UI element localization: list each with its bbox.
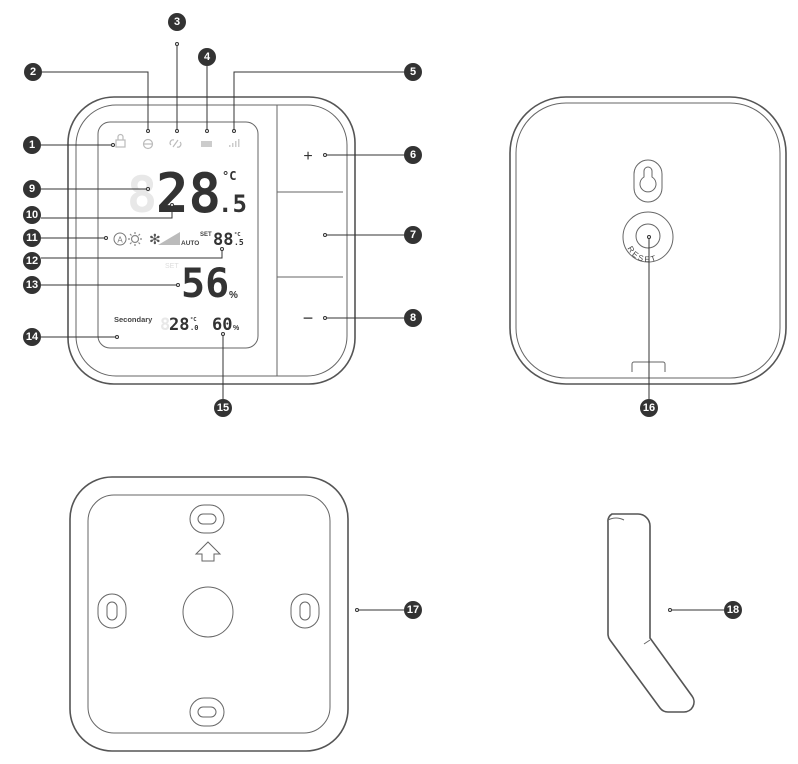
callout-10: 10 bbox=[23, 206, 41, 224]
svg-text:3: 3 bbox=[174, 16, 180, 28]
mounting-plate bbox=[69, 476, 349, 752]
callout-9: 9 bbox=[23, 180, 41, 198]
screw-slot bbox=[97, 593, 127, 629]
svg-text:15: 15 bbox=[217, 402, 229, 414]
callout-12: 12 bbox=[23, 252, 41, 270]
callout-17: 17 bbox=[404, 601, 422, 619]
screw-slot bbox=[189, 504, 225, 534]
screw-slot bbox=[290, 593, 320, 629]
svg-text:9: 9 bbox=[29, 183, 35, 195]
stand-bracket bbox=[607, 513, 695, 713]
secondary-ghost-digit: 8 bbox=[160, 315, 170, 335]
callout-7: 7 bbox=[404, 226, 422, 244]
secondary-temperature-unit: °C bbox=[190, 317, 197, 323]
svg-text:8: 8 bbox=[410, 312, 416, 324]
reset-button-ring bbox=[622, 211, 674, 263]
secondary-humidity: 60 bbox=[212, 315, 232, 335]
humidity-set-label: SET bbox=[165, 263, 179, 270]
ghost-digit: 8 bbox=[127, 166, 157, 224]
callout-8: 8 bbox=[404, 309, 422, 327]
front-device: 8 28 .5 °C A ✻ AUTO SET 88 .5 °C SET 56 … bbox=[67, 96, 356, 385]
up-arrow-icon bbox=[194, 541, 222, 562]
callout-3: 3 bbox=[168, 13, 186, 31]
secondary-humidity-unit: % bbox=[233, 325, 240, 332]
callout-6: 6 bbox=[404, 146, 422, 164]
auto-mode-icon: A bbox=[117, 236, 123, 245]
humidity-unit: % bbox=[229, 290, 238, 301]
humidity-readout: 56 bbox=[181, 261, 229, 307]
callout-13: 13 bbox=[23, 276, 41, 294]
set-label: SET bbox=[200, 232, 212, 238]
callout-11: 11 bbox=[23, 229, 41, 247]
temperature-readout: 28 bbox=[156, 162, 221, 225]
secondary-label: Secondary bbox=[114, 315, 153, 324]
svg-text:14: 14 bbox=[26, 331, 39, 343]
svg-text:2: 2 bbox=[30, 66, 36, 78]
callout-16: 16 bbox=[640, 399, 658, 417]
cable-hole bbox=[182, 586, 234, 638]
battery-icon bbox=[201, 141, 212, 147]
svg-text:11: 11 bbox=[26, 232, 38, 244]
set-temperature-unit: °C bbox=[234, 232, 241, 238]
lock-icon bbox=[115, 133, 126, 148]
plus-button[interactable]: + bbox=[303, 148, 312, 165]
fan-speed-bars-icon bbox=[158, 232, 180, 245]
callout-5: 5 bbox=[404, 63, 422, 81]
callout-14: 14 bbox=[23, 328, 41, 346]
svg-text:6: 6 bbox=[410, 149, 416, 161]
sun-icon bbox=[128, 232, 142, 246]
svg-text:18: 18 bbox=[727, 604, 739, 616]
svg-text:7: 7 bbox=[410, 229, 416, 241]
snowflake-icon: ✻ bbox=[149, 231, 161, 247]
svg-text:5: 5 bbox=[410, 66, 416, 78]
callout-15: 15 bbox=[214, 399, 232, 417]
link-icon bbox=[169, 139, 182, 148]
callout-18: 18 bbox=[724, 601, 742, 619]
secondary-temperature: 28 bbox=[169, 315, 189, 335]
callout-4: 4 bbox=[198, 48, 216, 66]
steering-wheel-icon bbox=[142, 138, 154, 150]
svg-text:16: 16 bbox=[643, 402, 655, 414]
callout-2: 2 bbox=[24, 63, 42, 81]
svg-text:4: 4 bbox=[204, 51, 211, 63]
back-device: RESET bbox=[509, 96, 787, 385]
minus-button[interactable]: − bbox=[303, 308, 314, 328]
fan-mode-label: AUTO bbox=[181, 240, 199, 247]
callout-1: 1 bbox=[23, 136, 41, 154]
temperature-decimal: .5 bbox=[218, 190, 247, 218]
lcd-screen bbox=[97, 121, 259, 349]
keyhole-icon bbox=[633, 159, 663, 203]
leader-lines bbox=[41, 42, 724, 612]
svg-text:17: 17 bbox=[407, 604, 419, 616]
svg-text:10: 10 bbox=[26, 209, 38, 221]
set-temperature-decimal: .5 bbox=[234, 238, 244, 247]
svg-text:1: 1 bbox=[29, 139, 35, 151]
screw-slot bbox=[189, 697, 225, 727]
temperature-unit: °C bbox=[222, 169, 236, 183]
signal-icon bbox=[229, 139, 240, 147]
svg-text:12: 12 bbox=[26, 255, 38, 267]
set-temperature: 88 bbox=[213, 230, 233, 250]
reset-button[interactable] bbox=[635, 223, 661, 249]
secondary-temperature-decimal: .0 bbox=[190, 324, 198, 332]
svg-text:13: 13 bbox=[26, 279, 38, 291]
